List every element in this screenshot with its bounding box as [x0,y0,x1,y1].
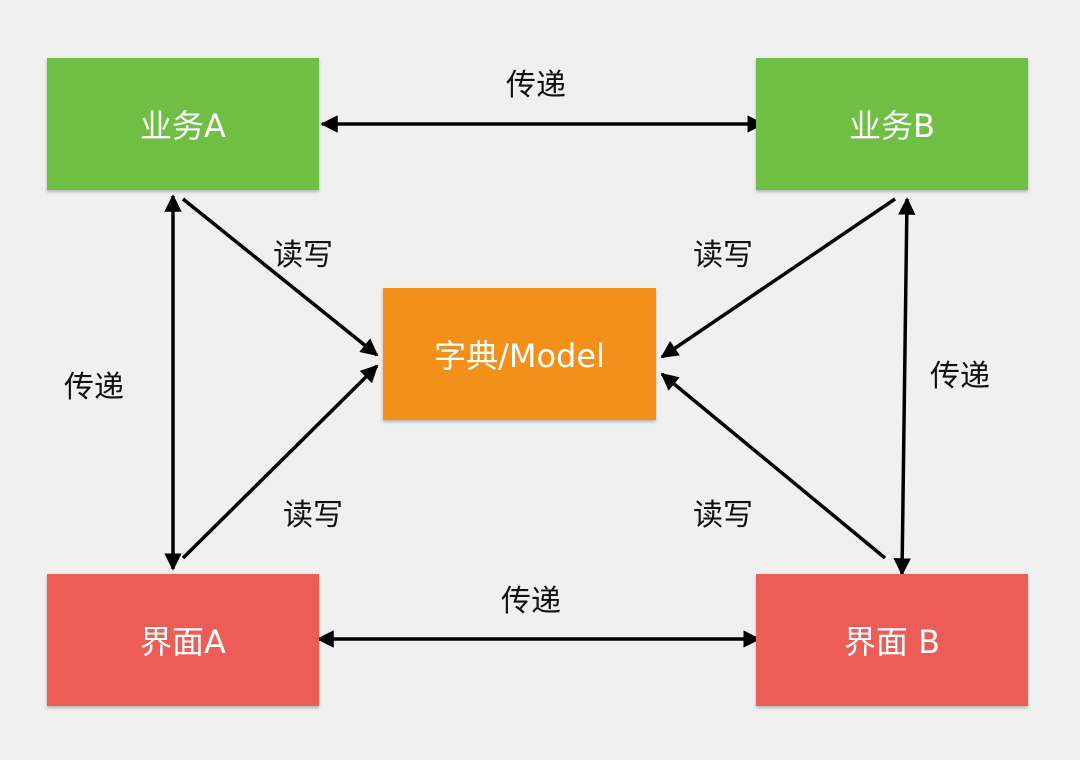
arrow-business-a-model [181,197,379,357]
rw-label-top-left: 读写 [273,238,333,273]
ui-b-node: 界面 B [756,574,1028,706]
pass-label-right: 传递 [930,359,990,394]
arrow-ui-a-model [181,364,379,560]
arrow-business-b-ui-b [893,197,916,576]
rw-label-bottom-left: 读写 [283,498,343,533]
ui-a-node: 界面A [47,574,319,706]
pass-label-top: 传递 [506,68,566,103]
business-a-node: 业务A [47,58,319,190]
rw-label-bottom-right: 读写 [693,498,753,533]
business-b-node: 业务B [756,58,1028,190]
arrow-business-b-model [660,197,896,359]
rw-label-top-right: 读写 [693,238,753,273]
pass-label-left: 传递 [64,370,124,405]
pass-label-bottom: 传递 [501,584,561,619]
arrow-ui-b-model [660,372,887,560]
model-node: 字典/Model [383,288,656,420]
